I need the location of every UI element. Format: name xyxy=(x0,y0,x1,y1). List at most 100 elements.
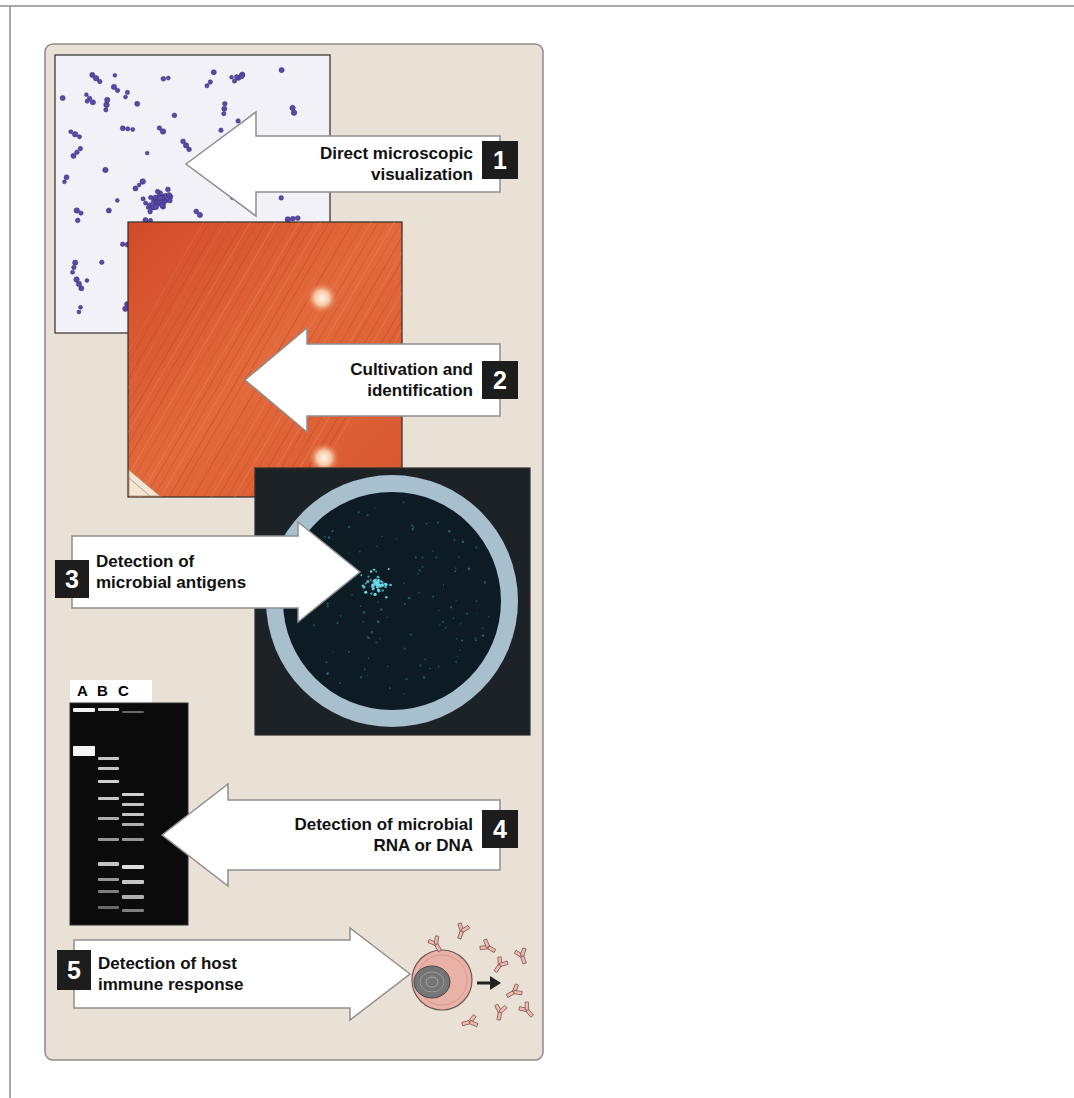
fluorescent-speck xyxy=(375,571,377,573)
fluorescent-speck xyxy=(340,615,341,616)
bacterium xyxy=(120,126,125,131)
bacterium xyxy=(131,127,135,131)
fluorescent-speck xyxy=(360,676,362,678)
bacterium xyxy=(279,196,284,201)
fluorescent-speck xyxy=(455,661,457,663)
fluorescent-speck xyxy=(403,501,405,503)
fluorescent-speck xyxy=(445,627,447,629)
bacterium xyxy=(69,130,73,134)
fluorescent-speck xyxy=(358,550,360,552)
lane-label: C xyxy=(118,682,129,700)
bacterium xyxy=(197,212,202,217)
bacterium xyxy=(79,305,83,309)
fluorescent-speck xyxy=(370,592,372,594)
fluorescent-speck xyxy=(477,613,478,614)
fluorescent-speck xyxy=(455,600,456,601)
bacterium xyxy=(133,186,138,191)
fluorescent-speck xyxy=(437,521,440,524)
fluorescent-speck xyxy=(377,576,380,579)
fluorescent-speck xyxy=(377,588,380,591)
fluorescent-speck xyxy=(415,556,417,558)
arrow-shape xyxy=(57,928,410,1020)
fluorescent-speck xyxy=(459,649,461,651)
fluorescent-speck xyxy=(426,523,428,525)
fluorescent-speck xyxy=(326,605,328,607)
step-arrow: Detection of host immune response5 xyxy=(57,928,410,1020)
bacterium xyxy=(140,179,146,185)
fluorescent-speck xyxy=(387,666,388,667)
fluorescent-speck xyxy=(454,570,456,572)
plate-edge xyxy=(129,478,150,496)
fluorescent-speck xyxy=(331,530,333,532)
fluorescent-speck xyxy=(348,651,350,653)
bacterium xyxy=(236,119,241,124)
fluorescent-speck xyxy=(360,605,362,607)
bacterium xyxy=(285,217,291,223)
fluorescent-speck xyxy=(313,624,315,626)
arrow-outline xyxy=(186,112,500,216)
fluorescent-speck xyxy=(368,658,369,659)
bacterium xyxy=(79,286,84,291)
gel-bands xyxy=(73,708,144,912)
fluorescent-speck xyxy=(484,581,487,584)
fluorescent-speck xyxy=(376,586,378,588)
fluorescent-speck xyxy=(370,579,372,581)
bacterium xyxy=(77,310,81,314)
fluorescent-speck xyxy=(367,514,369,516)
antibodies xyxy=(427,922,537,1030)
bacterium xyxy=(232,79,236,83)
gel-band xyxy=(122,865,144,869)
antibody-arm xyxy=(500,961,509,967)
bacterium xyxy=(144,201,148,205)
fluorescent-speck xyxy=(381,536,383,538)
step-text: Detection of host immune response xyxy=(98,940,278,1008)
arrow-shape xyxy=(186,112,518,216)
gel-band xyxy=(98,780,119,783)
antibody-arm xyxy=(520,948,526,957)
antibody-arm xyxy=(514,990,522,994)
bacterium xyxy=(168,199,173,204)
colony-halo xyxy=(306,282,338,314)
gel-band xyxy=(122,793,144,796)
bacterium xyxy=(105,97,110,102)
fluorescent-speck xyxy=(396,538,397,539)
bacterium xyxy=(155,189,160,194)
bacterium xyxy=(219,128,223,132)
fluorescent-speck xyxy=(403,693,405,695)
bacterium xyxy=(106,208,111,213)
antibody-arm xyxy=(461,925,470,932)
gel-band xyxy=(122,909,144,912)
antibody xyxy=(517,1000,536,1020)
gel-band xyxy=(73,746,95,756)
callout-number: 3 xyxy=(65,565,79,594)
bacterium xyxy=(70,270,74,274)
antibody xyxy=(427,935,446,955)
gel-band xyxy=(98,708,119,711)
fluorescent-speck xyxy=(403,582,405,584)
antibody xyxy=(514,947,531,966)
fluorescent-speck xyxy=(373,569,375,571)
fluorescent-speck xyxy=(413,527,415,529)
step-arrow: Detection of microbial antigens3 xyxy=(55,522,360,622)
antibody-arm xyxy=(469,1020,478,1026)
cell-body xyxy=(412,950,472,1010)
bacterium xyxy=(104,108,108,112)
step-arrow: Cultivation and identification2 xyxy=(245,328,518,432)
nucleus xyxy=(426,977,438,987)
fluorescent-speck xyxy=(363,611,366,614)
fluorescent-speck xyxy=(404,603,406,605)
fluorescent-speck xyxy=(377,601,378,602)
bacterium xyxy=(115,199,119,203)
bacterium xyxy=(166,193,171,198)
bacterium xyxy=(104,102,110,108)
bacterium xyxy=(72,265,76,269)
gel-band xyxy=(98,862,119,866)
fluorescent-speck xyxy=(455,567,457,569)
bacterium xyxy=(85,279,89,283)
arrow-outline xyxy=(245,328,500,432)
arrow-shape xyxy=(245,328,518,432)
bacterium xyxy=(78,146,83,151)
fluorescent-speck xyxy=(429,668,430,669)
fluorescent-speck xyxy=(389,687,391,689)
fluorescent-speck xyxy=(443,584,444,585)
